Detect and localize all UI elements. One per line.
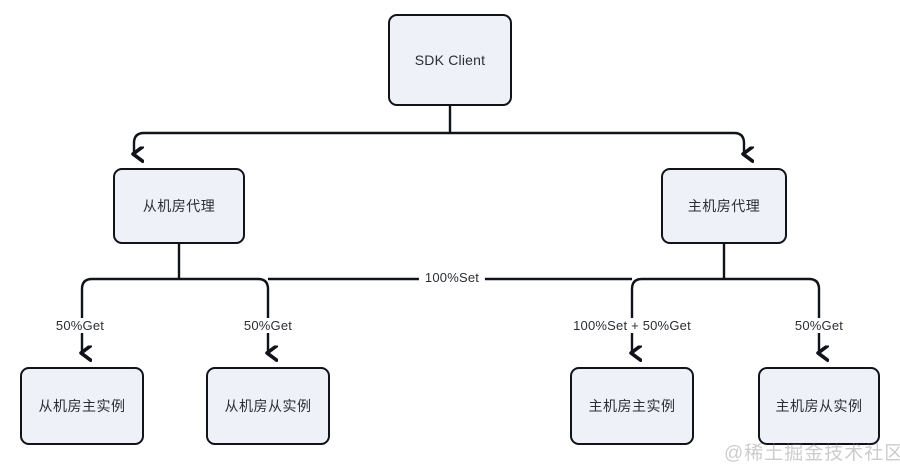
- connector-slave-proxy-to-slave-dc-slave: [179, 277, 268, 353]
- edge-label-slave-proxy-to-slave-dc-slave: 50%Get: [237, 318, 299, 333]
- node-slave-proxy-label: 从机房代理: [142, 197, 216, 214]
- node-master-dc-master-instance-label: 主机房主实例: [588, 397, 676, 414]
- connector-master-proxy-to-master-dc-slave: [724, 277, 819, 353]
- edge-label-master-proxy-to-master-dc-master: 100%Set + 50%Get: [567, 318, 697, 333]
- node-slave-proxy[interactable]: 从机房代理: [113, 168, 245, 244]
- node-slave-dc-slave-instance-label: 从机房从实例: [224, 397, 312, 414]
- node-slave-dc-master-instance[interactable]: 从机房主实例: [20, 367, 144, 445]
- edge-label-master-proxy-to-master-dc-slave: 50%Get: [788, 318, 850, 333]
- connector-master-proxy-to-master-dc-master: [632, 277, 724, 353]
- node-master-dc-slave-instance-label: 主机房从实例: [775, 397, 863, 414]
- node-slave-dc-master-instance-label: 从机房主实例: [38, 397, 126, 414]
- connector-slave-proxy-to-slave-dc-master: [82, 277, 179, 353]
- node-master-dc-slave-instance[interactable]: 主机房从实例: [758, 367, 880, 445]
- node-sdk-client-label: SDK Client: [414, 51, 486, 68]
- connector-sdk-to-master-proxy: [450, 131, 744, 154]
- connector-sdk-to-slave-proxy: [134, 131, 450, 154]
- edge-label-slave-proxy-to-slave-dc-master: 50%Get: [49, 318, 111, 333]
- node-master-proxy[interactable]: 主机房代理: [661, 168, 787, 244]
- watermark: @稀土掘金技术社区: [724, 443, 900, 464]
- node-master-dc-master-instance[interactable]: 主机房主实例: [570, 367, 694, 445]
- edge-label-100-percent-set: 100%Set: [418, 270, 486, 285]
- node-slave-dc-slave-instance[interactable]: 从机房从实例: [206, 367, 330, 445]
- node-master-proxy-label: 主机房代理: [687, 197, 761, 214]
- node-sdk-client[interactable]: SDK Client: [388, 14, 512, 106]
